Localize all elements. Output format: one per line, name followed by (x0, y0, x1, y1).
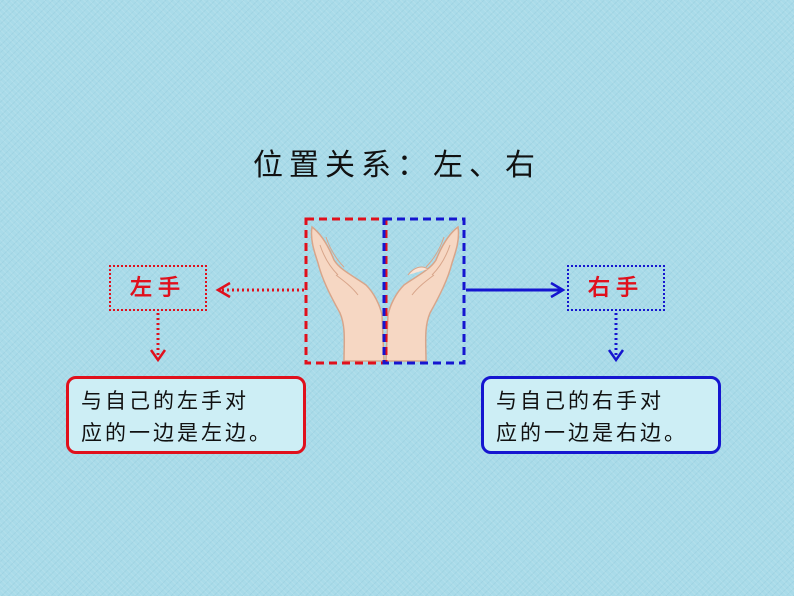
right-hand-label: 右手 (567, 265, 665, 311)
down-arrow-icon (149, 313, 167, 363)
right-hand-icon (385, 225, 460, 362)
left-hand-label: 左手 (109, 265, 207, 311)
right-description-line-2: 应的一边是右边。 (496, 421, 688, 445)
right-description-box: 与自己的右手对 应的一边是右边。 (481, 376, 721, 454)
right-description-line-1: 与自己的右手对 (496, 389, 664, 413)
page-title: 位置关系：左、右 (253, 148, 541, 183)
right-arrow-icon (466, 281, 566, 299)
left-description-line-1: 与自己的左手对 (81, 389, 249, 413)
left-description-line-2: 应的一边是左边。 (81, 421, 273, 445)
left-description-box: 与自己的左手对 应的一边是左边。 (66, 376, 306, 454)
hands-illustration (304, 217, 466, 365)
right-dashed-box (382, 217, 466, 365)
left-dashed-box (304, 217, 388, 365)
down-arrow-icon (607, 313, 625, 363)
left-arrow-icon (215, 281, 304, 299)
